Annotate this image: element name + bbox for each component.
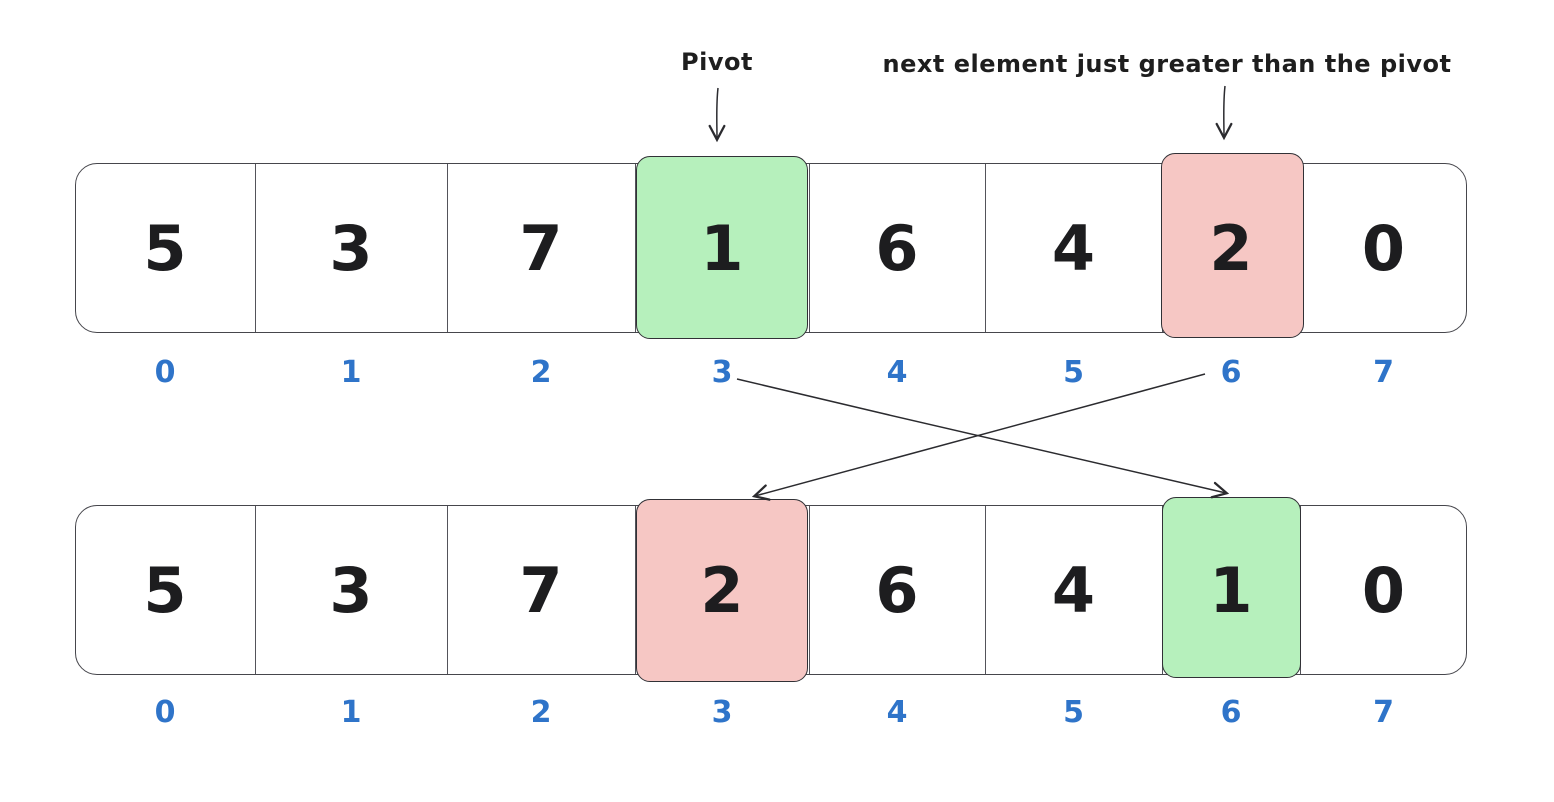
swapped-cell-highlight-after: [636, 499, 808, 682]
index-label: 0: [154, 694, 176, 730]
cell-value: 3: [329, 211, 373, 285]
index-label: 7: [1373, 354, 1394, 390]
index-label: 2: [530, 694, 552, 730]
cell-value: 0: [1361, 211, 1406, 285]
index-label: 0: [154, 354, 176, 390]
pivot-cell-highlight-after: [1162, 497, 1301, 678]
pivot-arrow: [708, 87, 726, 143]
next-greater-label: next element just greater than the pivot: [882, 50, 1452, 78]
array-after-divider: [635, 506, 637, 674]
index-label: 6: [1220, 354, 1242, 390]
array-before-divider: [447, 164, 449, 332]
index-label: 1: [340, 694, 362, 730]
array-after-divider: [809, 506, 811, 674]
index-label: 1: [340, 354, 362, 390]
array-before-divider: [635, 164, 637, 332]
cell-value: 7: [519, 553, 563, 627]
cell-value: 5: [143, 211, 187, 285]
array-after-divider: [447, 506, 449, 674]
index-label: 4: [886, 694, 908, 730]
array-before-divider: [985, 164, 987, 332]
cell-value-swapped: 2: [700, 553, 744, 627]
swap-arrow-pivot-to-index6: [736, 378, 1230, 499]
next-greater-arrow: [1215, 85, 1233, 141]
pivot-cell-highlight-before: [636, 156, 808, 339]
cell-value: 3: [329, 553, 373, 627]
cell-value: 4: [1051, 211, 1096, 285]
index-label: 3: [711, 354, 733, 390]
index-label: 6: [1220, 694, 1242, 730]
cell-value: 6: [875, 553, 919, 627]
pivot-label: Pivot: [681, 48, 753, 76]
array-after-divider: [985, 506, 987, 674]
index-label: 5: [1063, 694, 1084, 730]
index-label: 2: [530, 354, 552, 390]
cell-value: 0: [1361, 553, 1406, 627]
cell-value-pivot-moved: 1: [1209, 553, 1253, 627]
array-before-divider: [255, 164, 257, 332]
index-label: 4: [886, 354, 908, 390]
cell-value: 7: [519, 211, 563, 285]
cell-value: 5: [143, 553, 187, 627]
index-label: 5: [1063, 354, 1084, 390]
index-label: 7: [1373, 694, 1394, 730]
cell-value-next-greater: 2: [1209, 211, 1253, 285]
cell-value: 4: [1051, 553, 1096, 627]
cell-value: 6: [875, 211, 919, 285]
array-before-divider: [809, 164, 811, 332]
array-after-divider: [255, 506, 257, 674]
cell-value-pivot: 1: [700, 211, 744, 285]
next-greater-cell-highlight-before: [1161, 153, 1304, 338]
index-label: 3: [711, 694, 733, 730]
